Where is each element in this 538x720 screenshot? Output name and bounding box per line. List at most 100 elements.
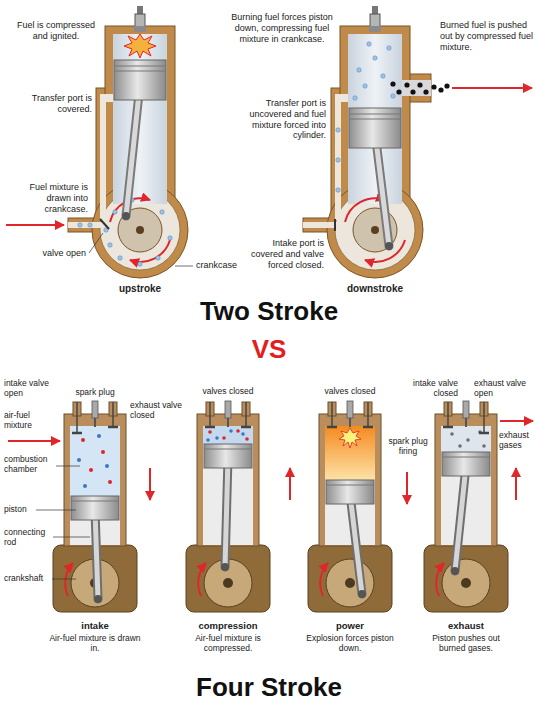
intake-valve (76, 402, 78, 433)
part-label: intake valve open (4, 378, 62, 398)
spark-flash (339, 428, 361, 448)
part-label: air-fuel mixture (4, 410, 48, 430)
part-label: valves closed (188, 386, 268, 396)
stroke-name: intake (40, 620, 150, 631)
compression-engine (186, 401, 270, 612)
engine-block (53, 402, 137, 612)
part-label: intake valve closed (398, 378, 458, 398)
crank-pin (451, 567, 459, 575)
leader-line (89, 233, 103, 253)
spark-plug (347, 401, 353, 427)
crank-pin (94, 595, 102, 603)
callout-label: Burning fuel forces piston down, compres… (226, 12, 338, 44)
intake-valve (327, 426, 337, 429)
connecting-rod (375, 132, 389, 246)
section-title: Two Stroke (0, 296, 538, 327)
burned-fuel-dots (390, 81, 449, 94)
spark-plug (92, 401, 98, 427)
part-label: connecting rod (4, 527, 52, 547)
air-fuel-charge (70, 426, 120, 496)
leader-line (36, 510, 76, 511)
piston-ring (326, 485, 374, 486)
flow-arrow (452, 87, 532, 89)
motion-arrow (406, 472, 408, 504)
piston (349, 108, 401, 148)
intake-valve (331, 402, 333, 427)
exhaust-engine (424, 401, 508, 612)
part-label: spark plug firing (386, 436, 430, 456)
fuel-dots (208, 429, 249, 441)
part-label: combustion chamber (4, 454, 54, 474)
piston (326, 480, 374, 504)
stroke-name: power (295, 620, 405, 631)
motion-arrow (149, 468, 151, 500)
upstroke-engine (68, 6, 188, 278)
part-label: piston (4, 504, 34, 514)
connecting-rod (95, 510, 98, 599)
downstroke-engine (303, 6, 450, 278)
combustion-flame (325, 426, 375, 480)
exhaust-valve (241, 426, 251, 429)
comparison-label: VS (0, 334, 538, 365)
intake-valve (209, 402, 211, 427)
stroke-description: Explosion forces piston down. (302, 633, 398, 653)
exhaust-valve (367, 402, 369, 427)
part-label: valves closed (310, 386, 390, 396)
ignition-burst (124, 34, 156, 58)
air-dots (77, 434, 109, 488)
exhaust-channel (402, 80, 431, 96)
flow-arrow (8, 440, 60, 442)
piston (204, 444, 252, 468)
piston-ring (442, 457, 490, 458)
piston-ring (71, 501, 119, 502)
callout-label: Burned fuel is pushed out by compressed … (440, 20, 534, 52)
spark-plug (225, 401, 231, 427)
motion-arrow (289, 468, 291, 500)
part-label: exhaust valve closed (130, 400, 186, 420)
connecting-rod (350, 494, 362, 594)
intake-engine (53, 401, 137, 612)
stroke-description: Air-fuel mixture is compressed. (180, 633, 276, 653)
leader-line (56, 466, 80, 467)
crank-pin (358, 590, 366, 598)
part-label: exhaust valve open (474, 378, 534, 398)
stroke-description: Piston pushes out burned gases. (418, 633, 514, 653)
stroke-description: Air-fuel mixture is drawn in. (47, 633, 143, 653)
power-engine (308, 401, 392, 612)
connecting-rod (375, 132, 389, 246)
engine-block (308, 402, 392, 612)
crank-pin (221, 563, 229, 571)
crank-pin (385, 242, 393, 250)
connecting-rod (225, 458, 228, 567)
piston (71, 496, 119, 520)
reed-valve (100, 219, 109, 229)
piston (442, 452, 490, 476)
connecting-rod (126, 84, 140, 216)
part-label: crankshaft (4, 573, 50, 583)
exhaust-valve (479, 432, 489, 435)
connecting-rod (95, 510, 98, 599)
exhaust-valve (112, 402, 114, 427)
leader-line (175, 266, 193, 267)
fuel-dots (81, 438, 112, 484)
part-label: exhaust gases (499, 430, 535, 450)
leader-line (53, 537, 90, 538)
part-label: spark plug (70, 387, 120, 397)
section-title: Four Stroke (0, 672, 538, 703)
connecting-rod (455, 466, 466, 571)
stroke-name: upstroke (90, 283, 190, 295)
piston-ring (349, 119, 401, 120)
intake-valve (72, 432, 82, 435)
exhaust-valve (245, 402, 247, 427)
piston-ring (349, 114, 401, 115)
engine-housing (303, 6, 423, 278)
flow-arrow (500, 420, 533, 422)
connecting-rod (225, 458, 228, 567)
piston-ring (114, 66, 166, 67)
intake-valve (447, 402, 449, 427)
exhaust-valve (108, 426, 118, 429)
leader-line (52, 579, 76, 580)
exhaust-valve (483, 402, 485, 433)
piston-ring (204, 449, 252, 450)
